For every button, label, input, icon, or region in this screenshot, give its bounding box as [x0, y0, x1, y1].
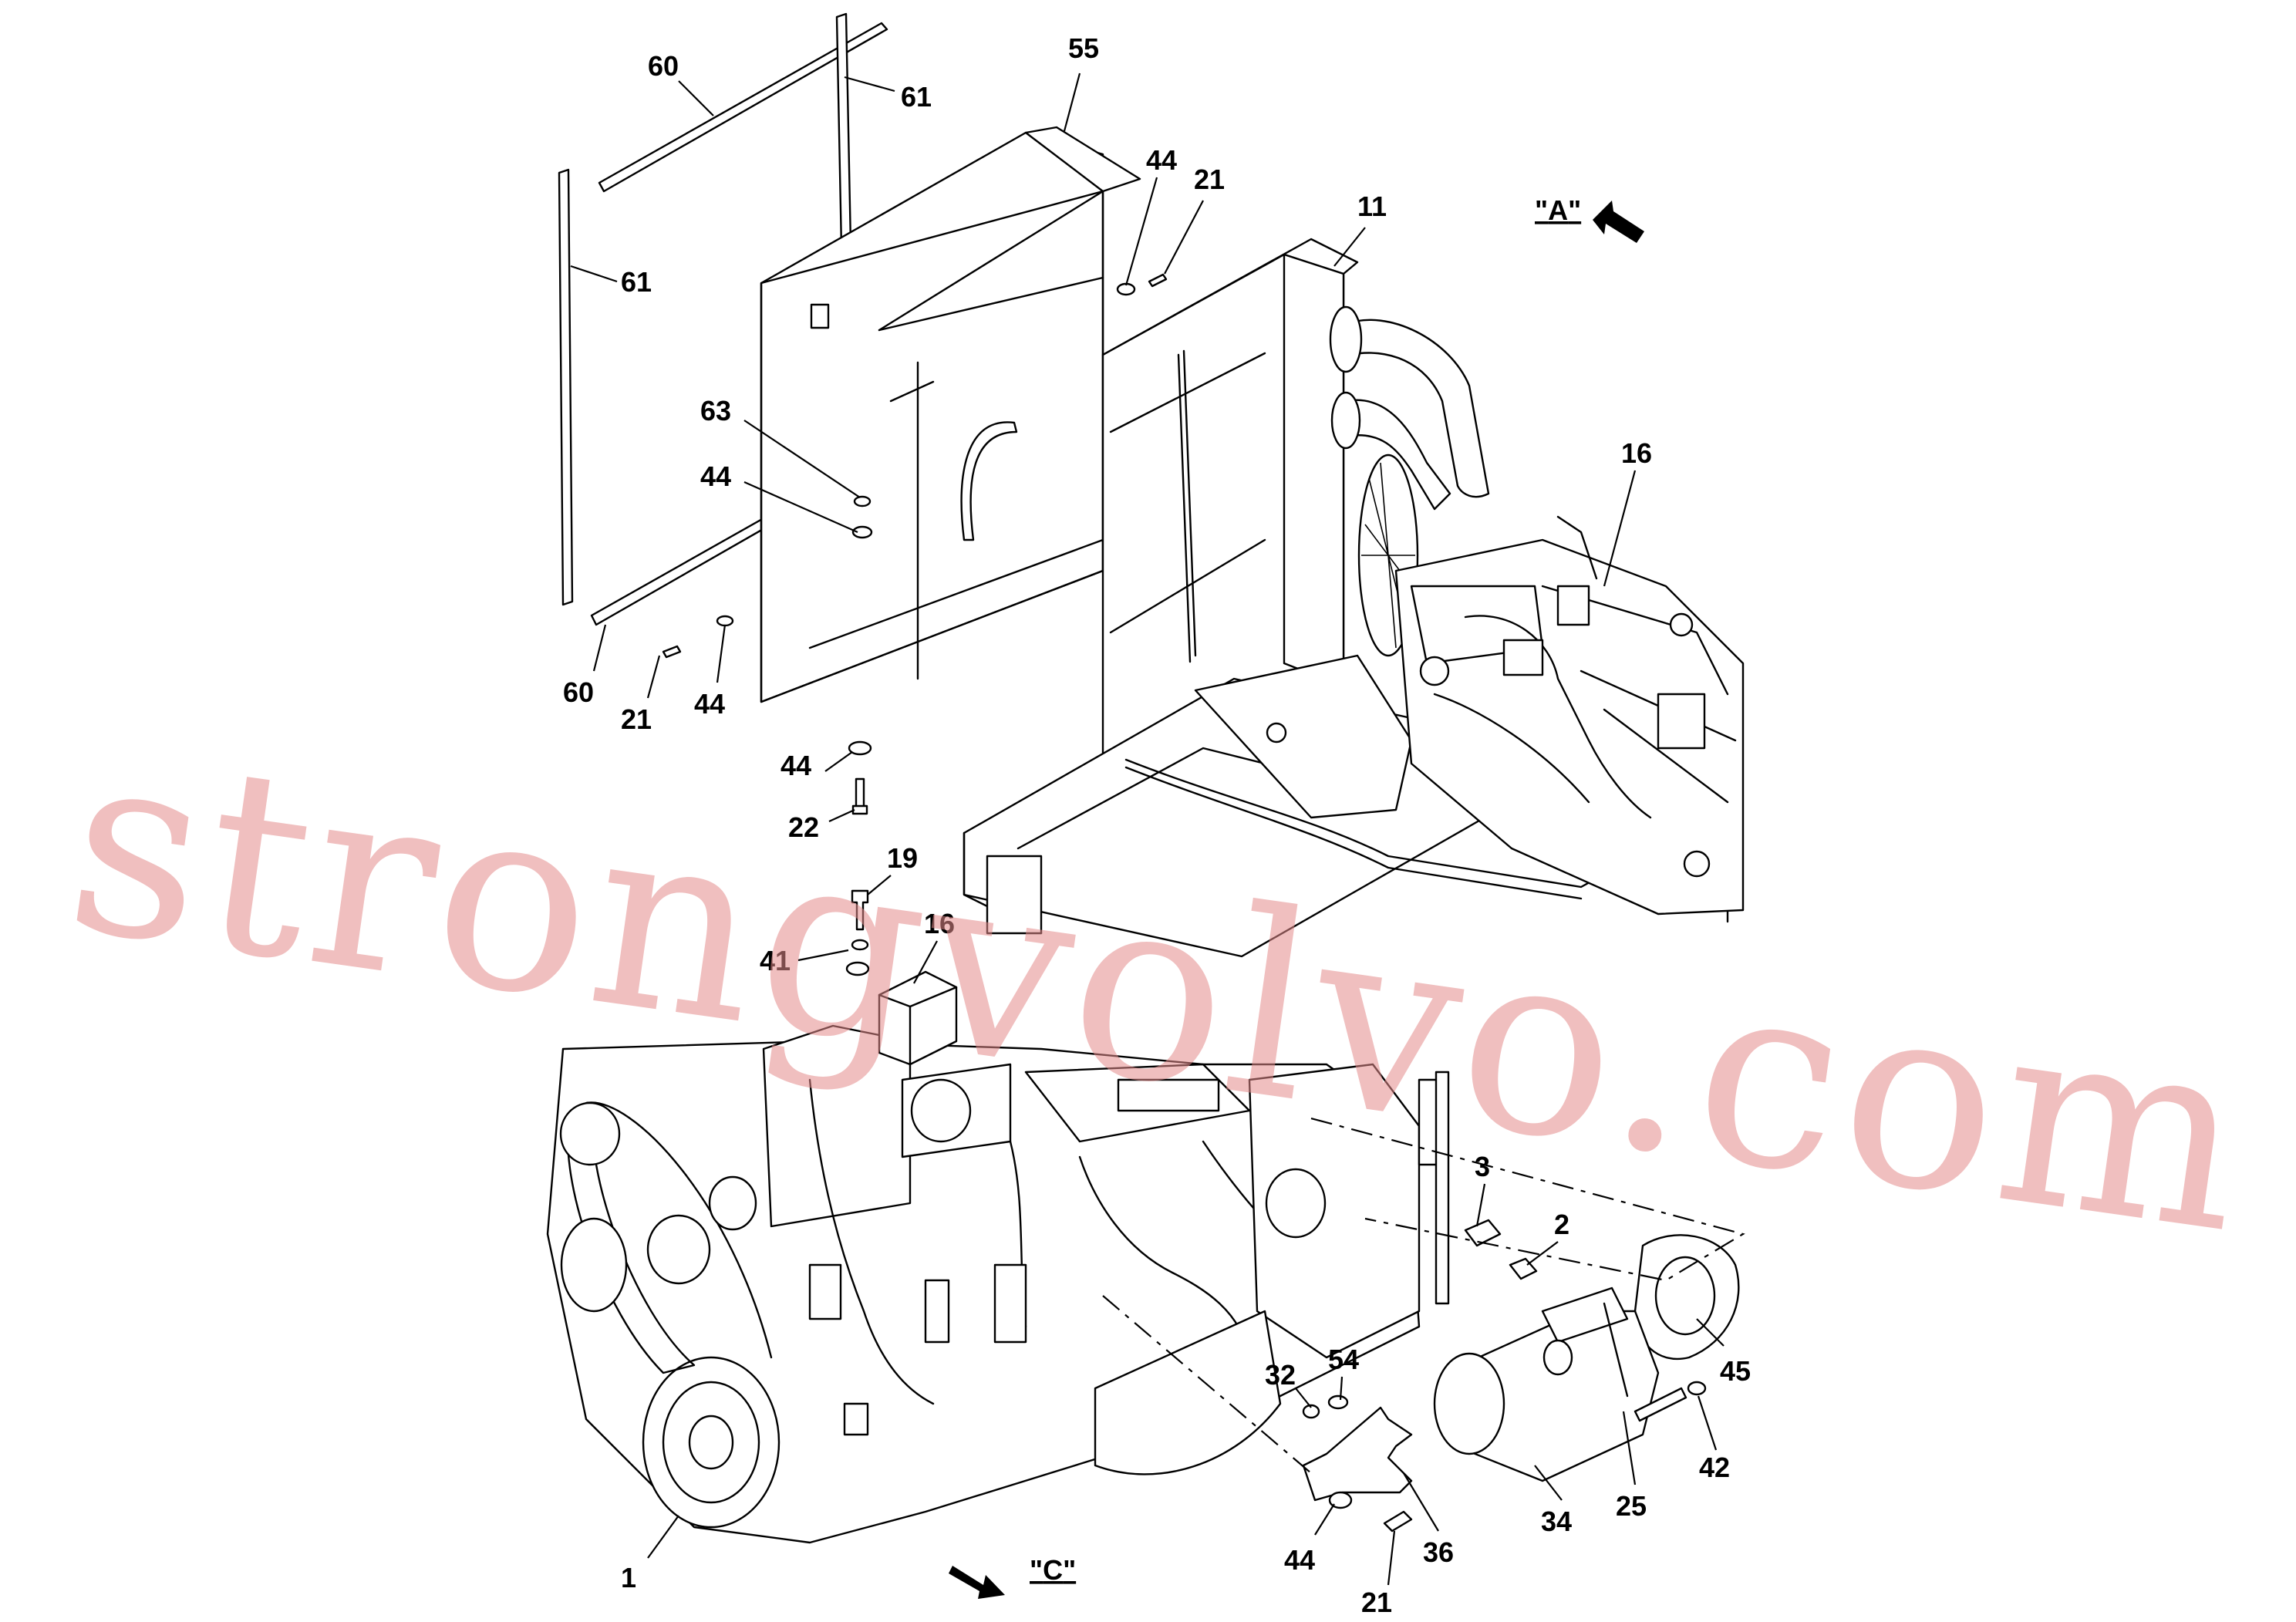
- callout-11: 11: [1357, 191, 1387, 222]
- callout-22: 22: [788, 811, 819, 843]
- callout-44-box: 44: [781, 750, 811, 781]
- callout-3: 3: [1475, 1151, 1490, 1182]
- callout-2: 2: [1554, 1209, 1569, 1240]
- engine-pump-assembly: [546, 889, 1745, 1544]
- callout-21-bot: 21: [1361, 1587, 1392, 1618]
- centerline-pump: [1310, 1117, 1745, 1282]
- callout-61-top: 61: [901, 81, 932, 113]
- callout-21-top: 21: [1194, 164, 1225, 195]
- hardware-lower: [1302, 1381, 1707, 1533]
- callout-61-left: 61: [621, 266, 652, 298]
- leader-lines: [570, 73, 1725, 1586]
- callout-1: 1: [621, 1562, 636, 1593]
- callout-16-low: 16: [924, 908, 955, 939]
- view-arrow-c: "C": [949, 1554, 1076, 1599]
- callout-16-top: 16: [1621, 437, 1652, 469]
- bracket-36: [1302, 1406, 1413, 1502]
- sensor-16-lower: [845, 889, 958, 1066]
- hydraulic-pump-34: [1433, 1234, 1740, 1482]
- callout-44-mid: 44: [700, 460, 731, 492]
- callout-44-bot: 44: [1284, 1544, 1315, 1576]
- radiator-shroud-assembly: [558, 12, 1745, 958]
- callout-21-mid: 21: [621, 703, 652, 735]
- callout-numbers: 60 61 55 44 21 11 61 63 44 16 60 21 44 4…: [563, 32, 1751, 1618]
- hardware-upper: [662, 273, 1168, 815]
- view-arrow-a: "A": [1535, 194, 1644, 243]
- callout-25: 25: [1616, 1490, 1647, 1522]
- callout-32: 32: [1265, 1359, 1296, 1391]
- radiator-hoses: [1329, 305, 1490, 511]
- seal-strip-60-top: [598, 22, 888, 193]
- engine-upper-view: [1394, 515, 1745, 916]
- callout-41: 41: [760, 945, 791, 976]
- callout-36: 36: [1423, 1536, 1454, 1568]
- callout-54: 54: [1328, 1344, 1359, 1375]
- frame-rails: [963, 654, 1729, 958]
- centerline-bracket: [1102, 1295, 1312, 1474]
- callout-55: 55: [1068, 32, 1099, 64]
- shroud-55-top: [1024, 126, 1141, 193]
- callout-42: 42: [1699, 1452, 1730, 1483]
- engine-1: [546, 1024, 1450, 1544]
- fittings-3-2: [1464, 1219, 1538, 1280]
- callout-44-low: 44: [694, 688, 725, 720]
- shroud-55-back: [760, 131, 1104, 703]
- callout-60-low: 60: [563, 676, 594, 708]
- view-label-c: "C": [1030, 1554, 1076, 1586]
- view-label-a: "A": [1535, 194, 1581, 226]
- callout-63: 63: [700, 395, 731, 427]
- callout-19: 19: [887, 842, 918, 874]
- callout-45: 45: [1720, 1355, 1751, 1387]
- callout-44-top: 44: [1146, 144, 1177, 176]
- callout-34: 34: [1541, 1506, 1572, 1537]
- seal-strip-61-left: [558, 168, 574, 606]
- callout-60-top: 60: [648, 50, 679, 82]
